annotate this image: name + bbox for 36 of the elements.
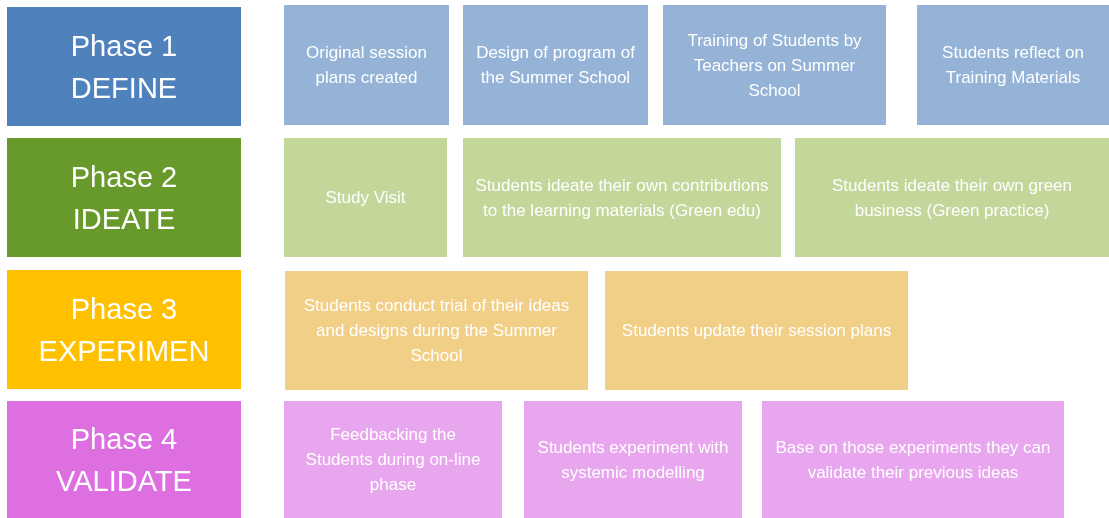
phase-number: Phase 2 (70, 159, 178, 195)
step-text: Design of program of the Summer School (475, 42, 636, 89)
step-box (663, 5, 886, 125)
step-text: Feedbacking the Students during on-line phase (304, 424, 482, 496)
step-box (285, 271, 588, 390)
phase-box (7, 401, 241, 518)
step-box (284, 5, 449, 125)
phase-box (7, 270, 241, 389)
phase-name: EXPERIMEN (38, 333, 210, 369)
step-box (762, 401, 1064, 518)
phase-box (7, 7, 241, 126)
step-box (284, 138, 447, 257)
phase-name: DEFINE (70, 70, 178, 106)
step-text: Students experiment with systemic modelling (536, 436, 730, 484)
phase-name: VALIDATE (56, 463, 192, 499)
phase-number: Phase 1 (70, 28, 178, 64)
step-box (463, 5, 648, 125)
step-text: Original session plans created (305, 42, 428, 89)
step-text: Students ideate their own green business (Green practice) (830, 174, 1074, 222)
phase-box (7, 138, 241, 257)
step-text: Students conduct trial of their ideas and designs during the Summer School (302, 295, 571, 367)
step-box (795, 138, 1109, 257)
step-box (917, 5, 1109, 125)
phase-number: Phase 4 (70, 421, 178, 457)
step-text: Base on those experiments they can validate their previous ideas (774, 436, 1052, 484)
step-box (524, 401, 742, 518)
step-box (463, 138, 781, 257)
step-box (284, 401, 502, 518)
step-box (605, 271, 908, 390)
phase-number: Phase 3 (70, 291, 178, 327)
step-text: Study Visit (325, 187, 406, 209)
step-text: Students reflect on Training Materials (941, 42, 1085, 89)
phase-name: IDEATE (72, 201, 176, 237)
step-text: Students ideate their own contributions to the learning materials (Green edu) (475, 174, 769, 222)
step-text: Students update their session plans (621, 320, 892, 342)
step-text: Training of Students by Teachers on Summer School (686, 29, 863, 102)
